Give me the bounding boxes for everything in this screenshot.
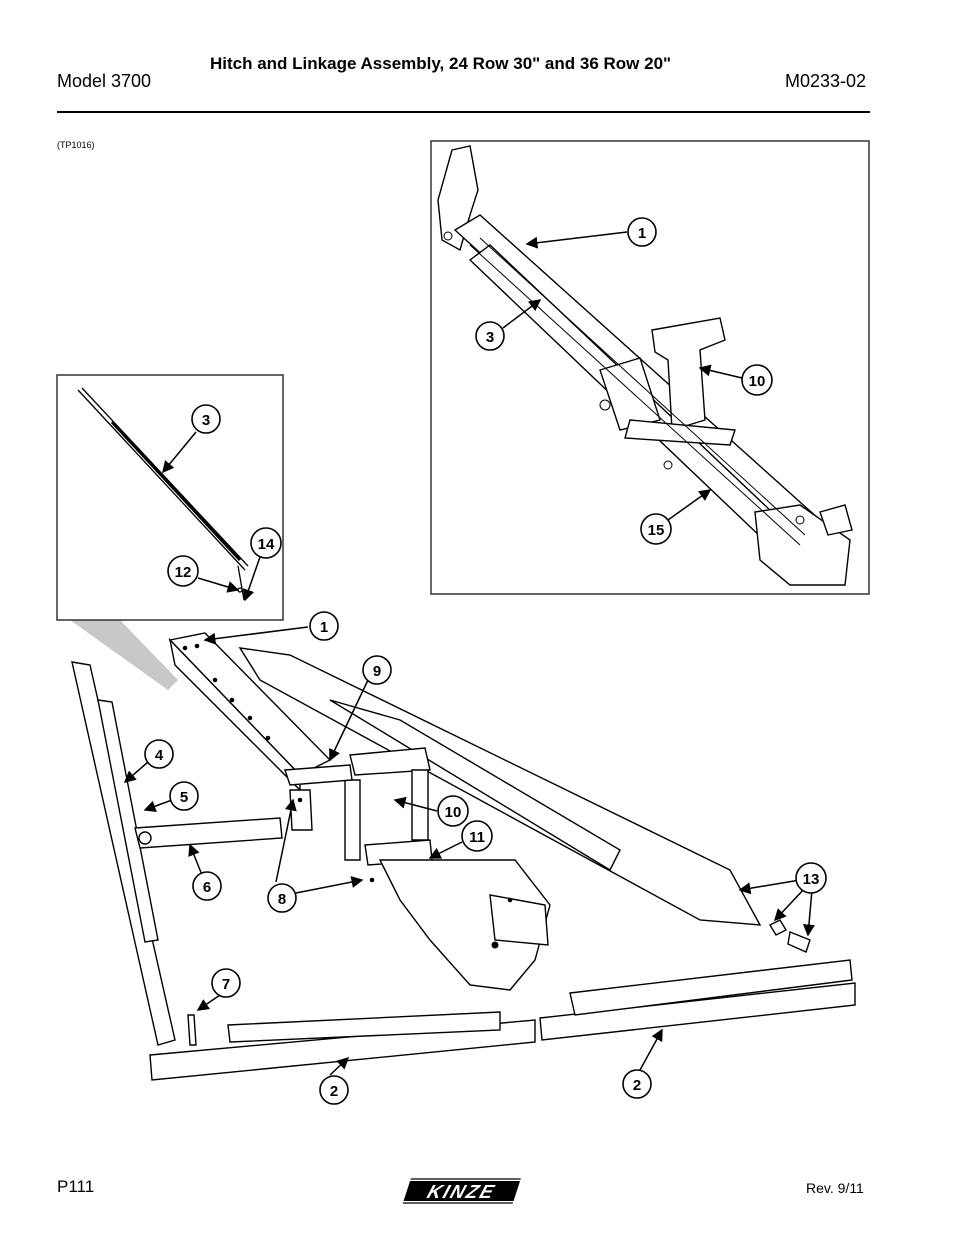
callout-main-6: 6 bbox=[192, 871, 222, 901]
svg-text:7: 7 bbox=[222, 976, 230, 993]
svg-text:1: 1 bbox=[638, 225, 646, 242]
header-rule bbox=[57, 111, 870, 113]
callout-left-14: 14 bbox=[250, 527, 282, 559]
svg-text:3: 3 bbox=[486, 329, 494, 346]
svg-text:15: 15 bbox=[648, 522, 665, 539]
callout-main-2b: 2 bbox=[622, 1069, 652, 1099]
figure-reference: (TP1016) bbox=[57, 140, 95, 150]
callout-main-11: 11 bbox=[461, 820, 493, 852]
svg-text:8: 8 bbox=[278, 891, 286, 908]
kinze-logo: KINZE bbox=[400, 1175, 525, 1210]
callout-main-13: 13 bbox=[795, 862, 827, 894]
callout-left-12: 12 bbox=[167, 555, 199, 587]
page-number: P111 bbox=[57, 1177, 95, 1196]
callout-top-3: 3 bbox=[475, 321, 505, 351]
svg-text:12: 12 bbox=[175, 564, 192, 581]
callout-main-5: 5 bbox=[169, 781, 199, 811]
callout-top-10: 10 bbox=[741, 364, 773, 396]
svg-text:2: 2 bbox=[330, 1083, 338, 1100]
main-assembly-view bbox=[71, 632, 856, 1081]
callout-main-8: 8 bbox=[267, 883, 297, 913]
svg-text:1: 1 bbox=[320, 619, 328, 636]
svg-text:10: 10 bbox=[445, 804, 462, 821]
callout-left-3: 3 bbox=[191, 404, 221, 434]
svg-text:KINZE: KINZE bbox=[424, 1181, 498, 1202]
callout-main-2a: 2 bbox=[319, 1075, 349, 1105]
svg-text:14: 14 bbox=[258, 536, 275, 553]
top-detail-view bbox=[430, 140, 870, 595]
svg-text:5: 5 bbox=[180, 789, 188, 806]
svg-text:6: 6 bbox=[203, 879, 211, 896]
callout-top-15: 15 bbox=[640, 513, 672, 545]
callout-main-1: 1 bbox=[309, 611, 339, 641]
svg-text:13: 13 bbox=[803, 871, 820, 888]
callout-main-7: 7 bbox=[211, 968, 241, 998]
svg-text:2: 2 bbox=[633, 1077, 641, 1094]
page-title: Hitch and Linkage Assembly, 24 Row 30" a… bbox=[210, 54, 672, 73]
callout-main-9: 9 bbox=[362, 655, 392, 685]
revision-label: Rev. 9/11 bbox=[806, 1180, 864, 1196]
callout-main-4: 4 bbox=[144, 739, 174, 769]
callout-top-1: 1 bbox=[627, 217, 657, 247]
model-label: Model 3700 bbox=[57, 71, 152, 91]
svg-text:9: 9 bbox=[373, 663, 381, 680]
svg-text:4: 4 bbox=[155, 747, 164, 764]
svg-text:11: 11 bbox=[469, 829, 485, 846]
svg-text:10: 10 bbox=[749, 373, 766, 390]
callout-main-10: 10 bbox=[437, 795, 469, 827]
svg-text:3: 3 bbox=[202, 412, 210, 429]
document-number: M0233-02 bbox=[785, 71, 867, 91]
